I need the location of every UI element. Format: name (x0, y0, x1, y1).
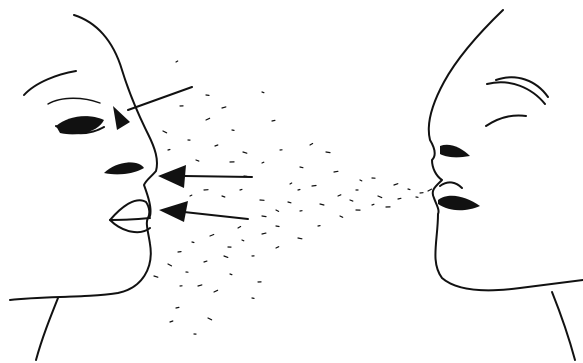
arrow-upper-shaft (184, 176, 252, 177)
droplet (238, 227, 241, 229)
arrow-upper (158, 165, 252, 188)
droplet (378, 196, 382, 198)
droplet (243, 152, 247, 153)
droplet (210, 235, 214, 237)
droplet (372, 204, 374, 205)
receiver-brow (24, 71, 76, 95)
droplet (394, 184, 398, 185)
droplet (206, 118, 210, 120)
droplet (290, 183, 292, 184)
droplet (326, 152, 330, 153)
droplet (276, 226, 279, 227)
arrow-lower (159, 201, 248, 222)
droplet (298, 238, 302, 239)
droplet (198, 285, 202, 286)
droplet (204, 261, 207, 262)
emitter-nostril-icon (440, 145, 470, 158)
droplet (300, 167, 303, 168)
droplet (215, 145, 218, 146)
receiver-nose-bridge-line (128, 87, 192, 110)
droplet (214, 290, 218, 292)
receiver-lower-lip (110, 220, 150, 232)
droplet (408, 189, 410, 190)
arrow-lower-head-icon (159, 201, 188, 222)
droplet (168, 150, 170, 151)
droplet (208, 318, 212, 320)
receiver-upper-lip (110, 200, 149, 220)
emitter-face (429, 10, 583, 360)
arrow-lower-shaft (184, 212, 248, 219)
droplet (176, 61, 178, 62)
droplet (240, 189, 242, 190)
receiver-nostril-icon (104, 162, 144, 174)
droplet (334, 171, 338, 172)
receiver-eye-icon (56, 116, 104, 134)
receiver-brow-crease (48, 98, 100, 104)
airflow-arrows (158, 165, 252, 222)
droplet (192, 242, 194, 243)
emitter-upper-lip (440, 182, 462, 188)
droplet (170, 321, 173, 322)
droplet (276, 247, 279, 248)
droplet (262, 92, 264, 93)
arrow-upper-head-icon (158, 165, 186, 188)
droplet (340, 216, 343, 217)
receiver-head-outline (10, 15, 157, 300)
receiver-lip-line (110, 218, 150, 220)
droplet (222, 107, 226, 108)
emitter-neck-line (552, 292, 575, 360)
droplet (360, 180, 362, 181)
droplet (428, 189, 432, 191)
droplet (222, 196, 225, 197)
droplet (262, 216, 266, 217)
droplet (288, 202, 291, 203)
droplet (176, 307, 179, 308)
droplet (310, 144, 313, 146)
droplet (230, 274, 232, 275)
droplet (338, 195, 341, 196)
droplet (272, 120, 275, 121)
droplet (276, 210, 279, 211)
droplet (196, 160, 199, 161)
droplet (350, 200, 353, 201)
droplet (168, 264, 172, 266)
droplet (298, 190, 300, 191)
emitter-lips-icon (438, 196, 480, 211)
droplet (224, 256, 228, 257)
droplet (312, 186, 316, 187)
droplet (320, 204, 324, 205)
receiver-neck-line (36, 298, 58, 360)
droplet (242, 240, 244, 241)
droplet (262, 162, 264, 163)
receiver-face (10, 15, 192, 360)
droplet (398, 198, 401, 199)
emitter-closed-eye-icon (486, 115, 526, 126)
droplet-spray (154, 61, 432, 334)
droplet (262, 233, 266, 234)
droplet (190, 195, 192, 196)
droplet (163, 131, 167, 133)
droplet (154, 276, 158, 277)
